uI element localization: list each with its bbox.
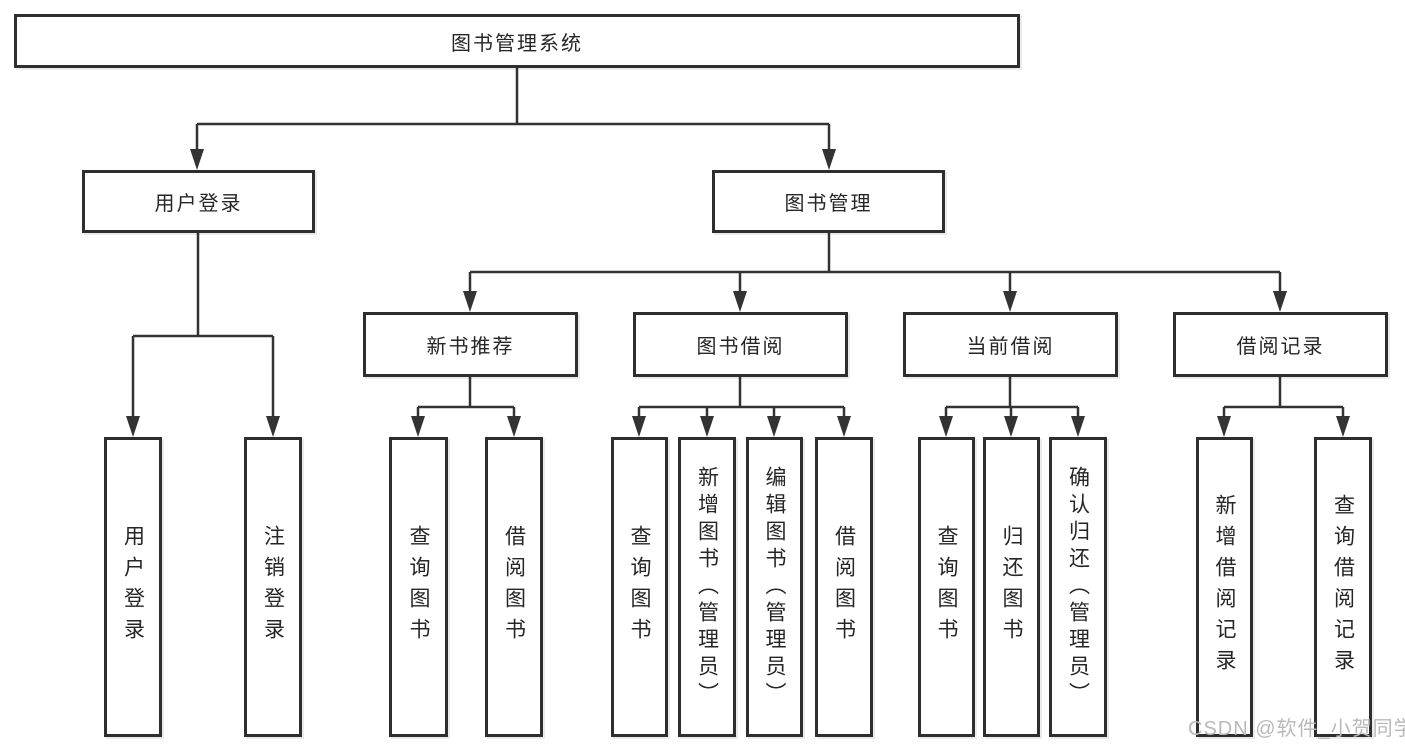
- leaf-cb-confirm-return-admin-label: 确认归还（管理员）: [1066, 465, 1090, 709]
- leaf-cb-return-books: 归还图书: [983, 437, 1040, 737]
- leaf-br-query-record: 查询借阅记录: [1314, 437, 1372, 737]
- node-user-login: 用户登录: [82, 170, 315, 233]
- leaf-br-query-record-label: 查询借阅记录: [1331, 494, 1355, 680]
- leaf-bb-add-book-admin: 新增图书（管理员）: [678, 437, 736, 737]
- node-borrowing-records-label: 借阅记录: [1236, 336, 1325, 358]
- leaf-cb-confirm-return-admin: 确认归还（管理员）: [1049, 437, 1107, 737]
- node-book-management: 图书管理: [712, 170, 945, 233]
- node-borrowing-records: 借阅记录: [1173, 312, 1388, 377]
- arrowheads: [126, 149, 1350, 437]
- leaf-bb-query-books-label: 查询图书: [628, 525, 651, 649]
- leaf-nb-borrow-books-label: 借阅图书: [502, 525, 526, 649]
- leaf-bb-borrow-books: 借阅图书: [815, 437, 873, 737]
- leaf-logout-label: 注销登录: [261, 525, 285, 649]
- leaf-bb-borrow-books-label: 借阅图书: [832, 525, 856, 649]
- node-user-login-label: 用户登录: [154, 193, 243, 215]
- node-current-borrowing: 当前借阅: [903, 312, 1118, 377]
- node-current-borrowing-label: 当前借阅: [966, 336, 1055, 358]
- leaf-cb-return-books-label: 归还图书: [1000, 525, 1023, 649]
- node-root-library-system: 图书管理系统: [14, 14, 1020, 68]
- leaf-cb-query-books-label: 查询图书: [935, 525, 958, 649]
- node-book-borrowing-label: 图书借阅: [696, 336, 785, 358]
- csdn-watermark: CSDN @软件_小贺同学: [1188, 718, 1405, 740]
- leaf-logout: 注销登录: [244, 437, 302, 737]
- node-book-management-label: 图书管理: [784, 193, 873, 215]
- leaf-nb-borrow-books: 借阅图书: [485, 437, 543, 737]
- leaf-cb-query-books: 查询图书: [918, 437, 975, 737]
- leaf-nb-query-books: 查询图书: [389, 437, 448, 737]
- leaf-br-add-record-label: 新增借阅记录: [1213, 494, 1236, 680]
- leaf-bb-edit-book-admin: 编辑图书（管理员）: [746, 437, 803, 737]
- leaf-bb-edit-book-admin-label: 编辑图书（管理员）: [763, 465, 786, 709]
- node-new-book-recommend-label: 新书推荐: [426, 336, 515, 358]
- node-book-borrowing: 图书借阅: [633, 312, 848, 377]
- node-root-label: 图书管理系统: [451, 32, 583, 55]
- leaf-br-add-record: 新增借阅记录: [1196, 437, 1253, 737]
- leaf-user-login-label: 用户登录: [121, 525, 145, 649]
- leaf-bb-add-book-admin-label: 新增图书（管理员）: [695, 465, 719, 709]
- leaf-bb-query-books: 查询图书: [611, 437, 668, 737]
- leaf-nb-query-books-label: 查询图书: [407, 525, 430, 649]
- node-new-book-recommend: 新书推荐: [363, 312, 578, 377]
- leaf-user-login: 用户登录: [104, 437, 162, 737]
